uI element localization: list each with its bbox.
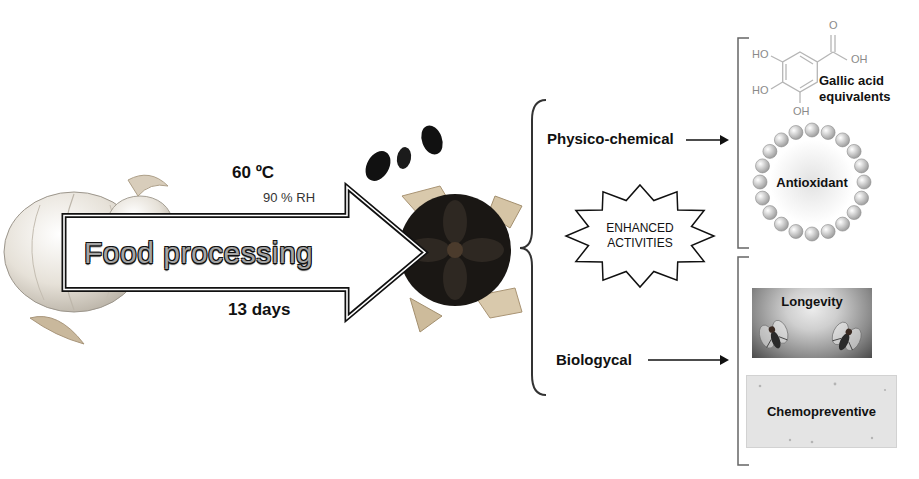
antioxidant-ring [821, 225, 835, 239]
fly-figure [756, 318, 792, 353]
atom-label: O [829, 19, 838, 31]
garlic-bulb [30, 316, 84, 344]
antioxidant-ring [753, 175, 767, 189]
pointer-arrow [720, 355, 729, 365]
antioxidant-ring [770, 140, 854, 224]
square-bracket [738, 38, 749, 248]
starburst-badge: ENHANCED ACTIVITIES [564, 183, 716, 289]
molecule-structure [771, 56, 783, 62]
molecule-structure [783, 52, 818, 92]
antioxidant-ring [763, 206, 777, 220]
black-garlic [360, 147, 395, 186]
antioxidant-ring [756, 159, 770, 173]
fly-figure [765, 339, 774, 347]
fly-figure [846, 342, 855, 350]
cell-specks [884, 389, 886, 391]
category-label: Physico-chemical [547, 130, 674, 147]
antioxidant-ring [855, 191, 869, 205]
antioxidant-ring [847, 206, 861, 220]
node-text: Gallic acid equivalents [819, 73, 907, 105]
process-arrow: Food processing [62, 185, 427, 320]
atom-label: HO [752, 48, 769, 60]
molecule-structure [771, 82, 783, 89]
antioxidant-ring [805, 123, 819, 137]
cell-specks [871, 437, 873, 439]
molecule-structure [833, 52, 847, 60]
antioxidant-ring [774, 133, 788, 147]
black-garlic [410, 298, 442, 332]
condition-label: 90 % RH [263, 190, 315, 205]
antioxidant-ring [855, 159, 869, 173]
molecule-structure [800, 56, 813, 64]
black-garlic [443, 200, 467, 244]
antioxidant-ring [836, 133, 850, 147]
category-label: Biologycal [556, 351, 632, 368]
molecule-structure [817, 52, 833, 62]
antioxidant-ring [753, 123, 871, 241]
fly-figure [779, 334, 788, 342]
black-garlic [460, 238, 504, 262]
curly-brace [520, 100, 546, 395]
antioxidant-ring [847, 144, 861, 158]
node-text: Antioxidant [776, 175, 848, 190]
curly-brace [520, 100, 546, 395]
cell-specks [811, 441, 814, 444]
atom-label: HO [752, 84, 769, 96]
antioxidant-ring [857, 175, 871, 189]
molecule-structure [785, 64, 786, 80]
duration-label: 13 days [228, 300, 290, 320]
atom-label: OH [851, 53, 868, 65]
pointer-arrow [720, 135, 729, 145]
cell-specks [759, 383, 886, 444]
cell-specks [759, 385, 762, 388]
fly-figure [828, 320, 865, 356]
black-garlic [395, 146, 413, 170]
arrow-outline [64, 187, 425, 318]
antioxidant-ring [753, 123, 871, 241]
black-garlic [447, 242, 463, 258]
ring-caption: Antioxidant [767, 170, 857, 194]
pointer-arrow [686, 139, 721, 141]
node-text: Food processing [84, 236, 313, 270]
condition-label: 60 ºC [232, 163, 274, 183]
arrow-outline [64, 187, 425, 318]
black-garlic [417, 122, 446, 157]
antioxidant-ring [789, 225, 803, 239]
antioxidant-ring [805, 227, 819, 241]
cell-specks [789, 439, 791, 441]
pointer-arrow [648, 359, 721, 361]
antioxidant-ring [763, 144, 777, 158]
atom-label: OH [793, 105, 810, 117]
cell-specks [834, 383, 837, 386]
molecule-structure [834, 35, 835, 52]
starburst-outline [566, 185, 714, 287]
node-text: Longevity [781, 294, 842, 309]
black-garlic [443, 256, 467, 300]
molecule-structure [830, 35, 831, 52]
node-text: ENHANCED ACTIVITIES [596, 221, 684, 251]
antioxidant-ring [836, 217, 850, 231]
fly-figure [845, 328, 854, 337]
antioxidant-ring [774, 217, 788, 231]
fly-figure [768, 325, 776, 333]
molecule-structure [799, 92, 800, 103]
antioxidant-ring [756, 191, 770, 205]
molecule-caption: Gallic acid equivalents [819, 69, 907, 109]
garlic-bulb [32, 205, 44, 300]
photo-panel: Chemopreventive [746, 375, 897, 448]
antioxidant-ring [821, 126, 835, 140]
molecule-structure [800, 80, 813, 88]
antioxidant-ring [789, 126, 803, 140]
node-text: Chemopreventive [767, 404, 876, 419]
fly-figure [832, 335, 841, 343]
garlic-bulb [128, 175, 168, 196]
